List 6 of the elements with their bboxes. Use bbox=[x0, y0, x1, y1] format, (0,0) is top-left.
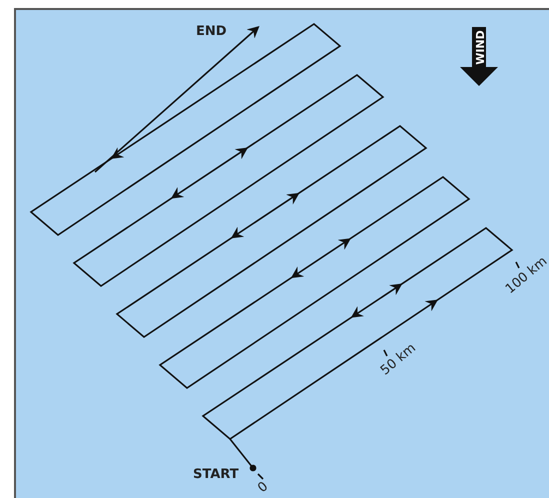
distance-label: 100 km bbox=[502, 254, 549, 298]
distance-label: 50 km bbox=[378, 340, 419, 378]
start-label: START bbox=[193, 467, 239, 482]
wind-label: WIND bbox=[472, 30, 488, 65]
end-label: END bbox=[196, 24, 227, 39]
distance-label: 0 bbox=[255, 479, 272, 496]
